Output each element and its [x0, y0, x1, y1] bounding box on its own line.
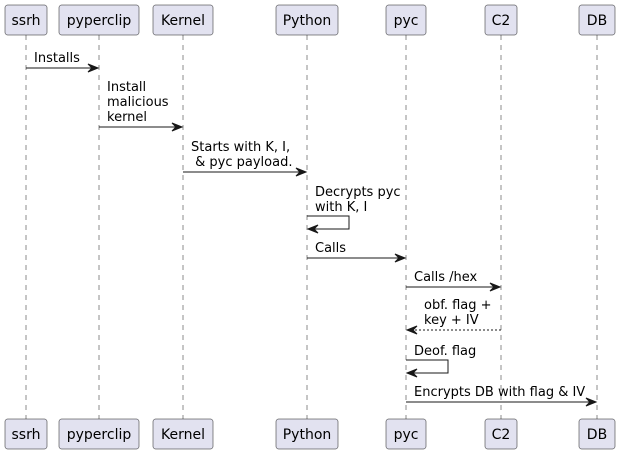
participant-label: Python: [283, 427, 332, 443]
message-line: [406, 359, 449, 374]
participant-ssrh-top: ssrh: [4, 4, 48, 36]
participant-box: [4, 418, 48, 450]
participant-kernel-top: Kernel: [152, 4, 214, 36]
message-label-line: Calls /hex: [414, 270, 478, 285]
participant-label: DB: [587, 427, 607, 443]
message-label-line: Decrypts pyc: [315, 185, 401, 200]
participant-box: [578, 418, 616, 450]
arrowhead: [489, 282, 502, 292]
participant-box: [484, 418, 518, 450]
arrowhead: [585, 397, 598, 407]
message-label: Deof. flag: [414, 344, 476, 359]
participant-db-bottom: DB: [578, 418, 616, 450]
message-label-line: Installs: [34, 51, 80, 66]
participant-label: pyperclip: [67, 427, 132, 443]
participant-label: pyc: [394, 427, 419, 443]
message-9: Encrypts DB with flag & IV: [406, 385, 598, 407]
arrowhead: [306, 224, 319, 234]
message-1: Installs: [26, 51, 100, 73]
arrowhead: [171, 122, 184, 132]
participant-label: Kernel: [161, 427, 205, 443]
message-label-line: key + IV: [424, 313, 479, 328]
participant-box: [4, 4, 48, 36]
participant-pyperclip-top: pyperclip: [58, 4, 140, 36]
arrowhead: [405, 325, 418, 335]
message-label-line: kernel: [107, 110, 147, 125]
message-label-line: Starts with K, I,: [191, 140, 290, 155]
participant-pyc-top: pyc: [385, 4, 427, 36]
message-7: obf. flag +key + IV: [405, 298, 501, 335]
participant-label: C2: [492, 427, 511, 443]
participant-box: [385, 418, 427, 450]
message-6: Calls /hex: [406, 270, 502, 292]
arrowhead: [295, 167, 308, 177]
message-label-line: & pyc payload.: [191, 155, 292, 170]
participant-db-top: DB: [578, 4, 616, 36]
participant-box: [275, 4, 339, 36]
message-3: Starts with K, I, & pyc payload.: [183, 140, 308, 177]
message-5: Calls: [307, 241, 407, 263]
message-label: Starts with K, I, & pyc payload.: [191, 140, 292, 170]
message-label-line: Encrypts DB with flag & IV: [414, 385, 585, 400]
message-line: [307, 215, 350, 230]
participant-box: [484, 4, 518, 36]
participant-box: [152, 4, 214, 36]
participant-box: [275, 418, 339, 450]
participant-label: pyperclip: [67, 13, 132, 29]
participant-c2-bottom: C2: [484, 418, 518, 450]
arrowhead: [87, 63, 100, 73]
participant-label: Python: [283, 13, 332, 29]
participant-box: [58, 4, 140, 36]
participant-kernel-bottom: Kernel: [152, 418, 214, 450]
participant-ssrh-bottom: ssrh: [4, 418, 48, 450]
participant-box: [152, 418, 214, 450]
message-label: Installs: [34, 51, 80, 66]
participant-python-bottom: Python: [275, 418, 339, 450]
message-label-line: Calls: [315, 241, 346, 256]
participant-pyc-bottom: pyc: [385, 418, 427, 450]
arrowhead: [394, 253, 407, 263]
participant-python-top: Python: [275, 4, 339, 36]
participant-label: ssrh: [12, 427, 41, 443]
message-label-line: obf. flag +: [424, 298, 492, 313]
message-label: Calls: [315, 241, 346, 256]
message-8: Deof. flag: [405, 344, 476, 378]
arrowhead: [405, 368, 418, 378]
participant-box: [385, 4, 427, 36]
message-label-line: malicious: [107, 95, 169, 110]
participant-label: pyc: [394, 13, 419, 29]
participant-label: Kernel: [161, 13, 205, 29]
message-label: obf. flag +key + IV: [424, 298, 492, 328]
participant-label: C2: [492, 13, 511, 29]
participant-pyperclip-bottom: pyperclip: [58, 418, 140, 450]
participant-label: ssrh: [12, 13, 41, 29]
participant-box: [578, 4, 616, 36]
participant-label: DB: [587, 13, 607, 29]
message-label-line: with K, I: [315, 200, 367, 215]
participant-c2-top: C2: [484, 4, 518, 36]
participant-box: [58, 418, 140, 450]
message-label-line: Deof. flag: [414, 344, 476, 359]
message-label: Calls /hex: [414, 270, 478, 285]
message-label: Encrypts DB with flag & IV: [414, 385, 585, 400]
message-label-line: Install: [107, 80, 146, 95]
